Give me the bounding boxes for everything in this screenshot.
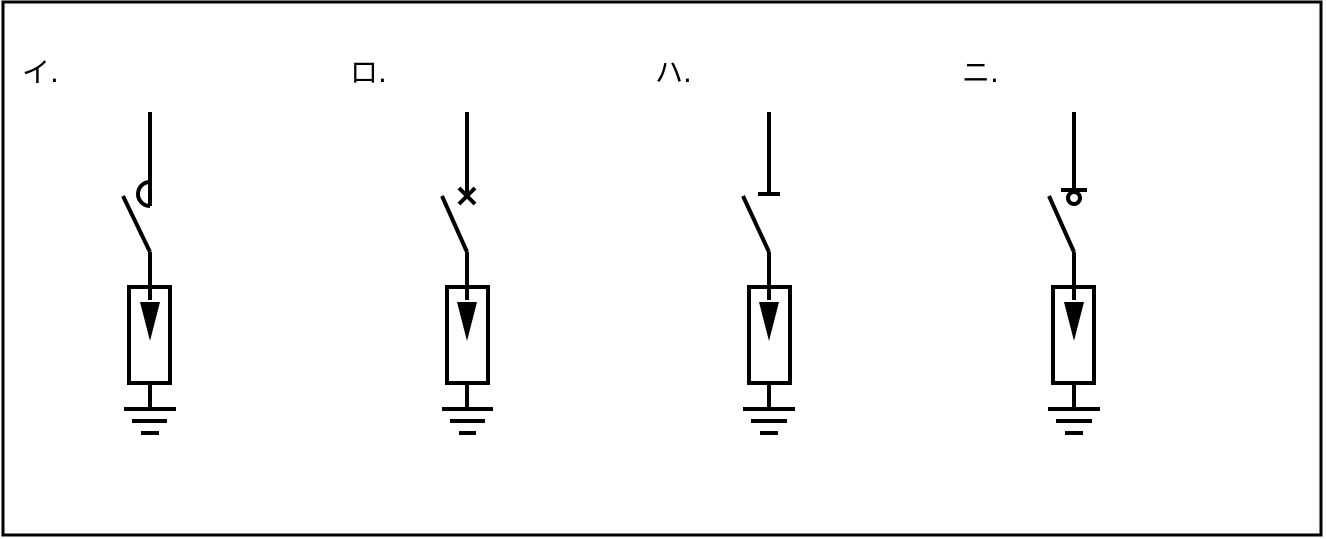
option-ni-symbol — [1047, 112, 1100, 435]
option-i-symbol — [121, 112, 176, 435]
option-ro-symbol — [440, 112, 493, 435]
arrester-arrow-icon — [457, 302, 477, 341]
option-ha[interactable]: ハ. — [655, 56, 795, 435]
circle-contact-icon — [1066, 190, 1082, 206]
arrester-arrow-icon — [759, 302, 779, 341]
arrester-arrow-icon — [1064, 302, 1084, 341]
semicircle-contact-icon — [136, 180, 151, 208]
switch-blade — [1047, 195, 1076, 253]
switch-blade — [741, 195, 771, 253]
option-i-label: イ. — [22, 56, 59, 89]
arrester-arrow-icon — [140, 302, 160, 341]
option-ro-label: ロ. — [350, 56, 387, 89]
option-ha-label: ハ. — [655, 56, 692, 89]
option-ha-symbol — [741, 112, 795, 435]
option-i[interactable]: イ. — [22, 56, 176, 435]
option-ni[interactable]: ニ. — [962, 56, 1100, 435]
switch-blade — [440, 195, 469, 253]
option-ni-label: ニ. — [962, 56, 999, 89]
cross-contact-icon — [457, 186, 477, 206]
switch-blade — [121, 195, 152, 253]
option-ro[interactable]: ロ. — [350, 56, 493, 435]
